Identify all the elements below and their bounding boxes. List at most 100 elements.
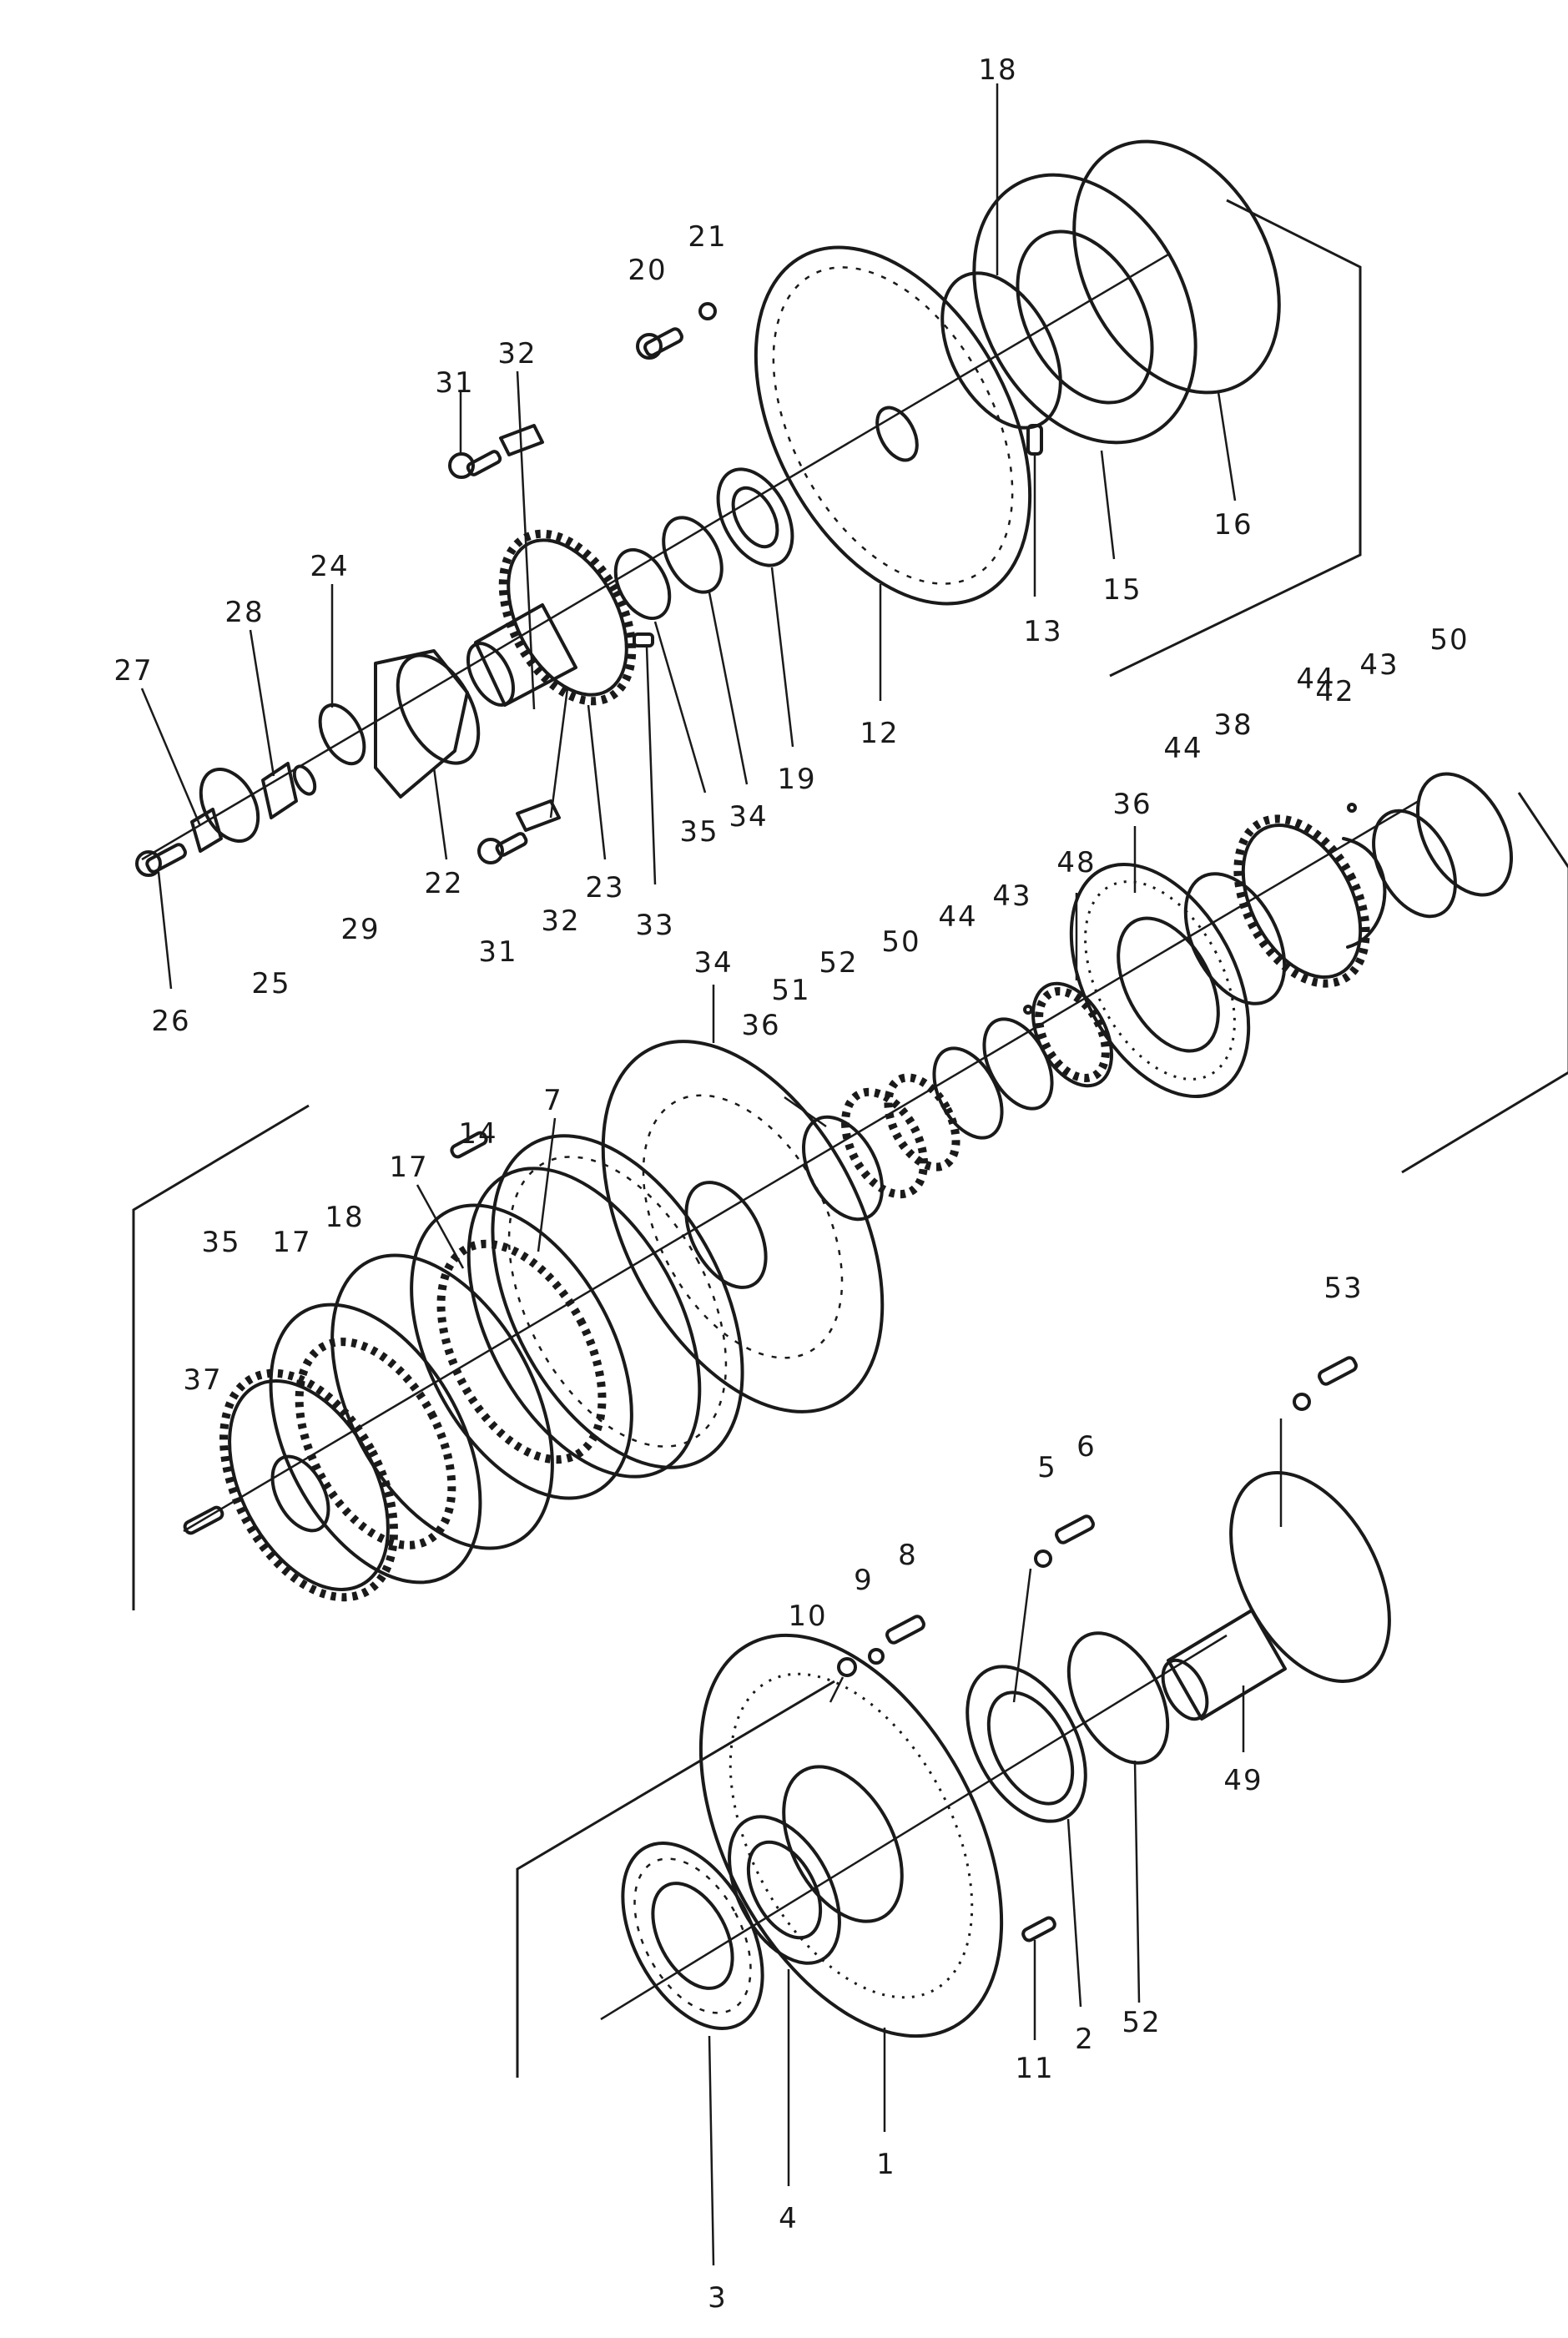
part-3-flange-bolts [633, 1857, 752, 2014]
callout-23: 22 [424, 867, 463, 900]
middle-assembly-group [132, 772, 1568, 1610]
part-7-cover [491, 1134, 744, 1469]
part-34-turbine-bolts [642, 1094, 844, 1359]
part-35-hub-center [270, 1454, 330, 1533]
part-23-carrier-face [396, 653, 481, 765]
callout-13: 13 [1023, 615, 1062, 648]
leader-24 [587, 704, 607, 860]
callout-48: 50 [1429, 623, 1469, 657]
part-40-stator-inner [1117, 916, 1220, 1053]
callout-41: 38 [1213, 708, 1253, 742]
callout-30: 29 [340, 913, 380, 946]
part-40-stator-blades [1084, 880, 1236, 1081]
leader-29 [249, 629, 275, 777]
callout-8: 8 [898, 1539, 918, 1572]
part-53-washer [1293, 1393, 1311, 1411]
part-17-clutch-plate-lower [269, 1303, 482, 1585]
part-42-upper-ball [1347, 803, 1357, 813]
part-3-flange-hole [651, 1882, 734, 1990]
part-39-ring [613, 547, 672, 621]
part-3-flange [621, 1842, 764, 2030]
part-25-snap-ring [318, 703, 366, 766]
top-group-frame [1109, 199, 1362, 678]
leader-51 [1133, 1760, 1141, 2003]
part-50-gear [884, 1073, 960, 1172]
callout-15: 15 [1102, 573, 1142, 607]
part-15-housing-outer [972, 173, 1197, 445]
part-34-turbine-hub [684, 1181, 768, 1289]
leader-2 [1066, 1818, 1082, 2008]
part-26-plate [199, 768, 260, 843]
callout-42-lower: 43 [992, 879, 1031, 913]
callout-10: 10 [788, 1600, 827, 1633]
part-2-ring-inner [986, 1691, 1075, 1806]
part-35-hub-gear [228, 1379, 390, 1591]
part-32-lock-upper [499, 424, 544, 456]
callout-26: 25 [251, 967, 290, 1000]
callout-25: 24 [310, 550, 349, 583]
part-20-bearing-outer [716, 467, 794, 567]
part-19-o-ring [940, 271, 1062, 430]
callout-24: 23 [585, 871, 624, 904]
callout-44-upper: 44 [1296, 663, 1335, 696]
callout-21: 20 [628, 254, 667, 287]
part-31-bolt-lower-head [477, 838, 504, 864]
callout-6: 6 [1076, 1430, 1097, 1464]
part-1-impeller-hub [782, 1765, 904, 1923]
callout-22: 21 [688, 220, 727, 254]
leader-15 [1100, 450, 1116, 560]
part-32-lock-lower [516, 799, 561, 832]
part-20-bearing-inner [731, 486, 779, 549]
callout-52: 53 [1323, 1272, 1363, 1305]
callout-4: 4 [779, 2202, 799, 2235]
leader-38 [708, 592, 749, 785]
callout-40: 36 [1112, 788, 1152, 821]
leader-36 [784, 1096, 827, 1128]
callout-11: 11 [1015, 2052, 1054, 2085]
middle-group-axis [183, 799, 1419, 1533]
part-46-shaft [1167, 1609, 1287, 1721]
callout-17-upper: 17 [389, 1151, 428, 1184]
part-5-washer [1034, 1549, 1052, 1568]
middle-group-frame-left [132, 1104, 310, 1610]
leader-33 [645, 646, 657, 885]
middle-group-frame-right [1401, 792, 1568, 1174]
callout-51: 52 [1122, 2006, 1161, 2039]
callout-1: 1 [876, 2148, 896, 2181]
callout-29: 28 [224, 596, 264, 629]
callout-3: 3 [708, 2281, 728, 2315]
callout-37: 37 [183, 1363, 222, 1397]
leader-27 [140, 688, 202, 827]
callout-43-upper: 43 [1359, 648, 1399, 682]
part-43-upper-ring [1372, 809, 1457, 919]
callout-12: 12 [860, 717, 899, 750]
part-31-bolt-lower [495, 832, 528, 857]
part-15-housing-inner [1016, 229, 1154, 405]
part-30-washer [292, 764, 317, 796]
part-24-gear-teeth [498, 529, 637, 706]
part-17-clutch-plate-lower-teeth [295, 1338, 456, 1549]
part-52-bolt [1318, 1356, 1358, 1386]
callout-42-upper: 42 [1315, 675, 1354, 708]
part-47-ring [932, 1046, 1004, 1140]
callout-43-lower: 44 [938, 900, 977, 934]
callout-5: 5 [1037, 1451, 1057, 1484]
callout-49: 51 [771, 974, 810, 1007]
part-46-shaft-end [1161, 1658, 1209, 1721]
callout-16: 16 [1213, 508, 1253, 542]
part-2-ring [966, 1665, 1087, 1823]
part-21-bolt-head [636, 333, 663, 360]
part-12-bolt-circle [772, 266, 1014, 585]
part-1-impeller-vanes [729, 1672, 974, 1999]
leader-17-upper [416, 1184, 465, 1269]
part-9-washer [868, 1648, 885, 1665]
part-7-cover-bolts [507, 1156, 728, 1448]
part-41-gear-teeth [1233, 814, 1370, 988]
part-38-ring [662, 516, 723, 594]
callout-46: 49 [1223, 1764, 1263, 1797]
callout-39: 35 [679, 815, 718, 849]
leader-16 [1217, 391, 1237, 501]
callout-31-lower: 31 [478, 935, 517, 969]
